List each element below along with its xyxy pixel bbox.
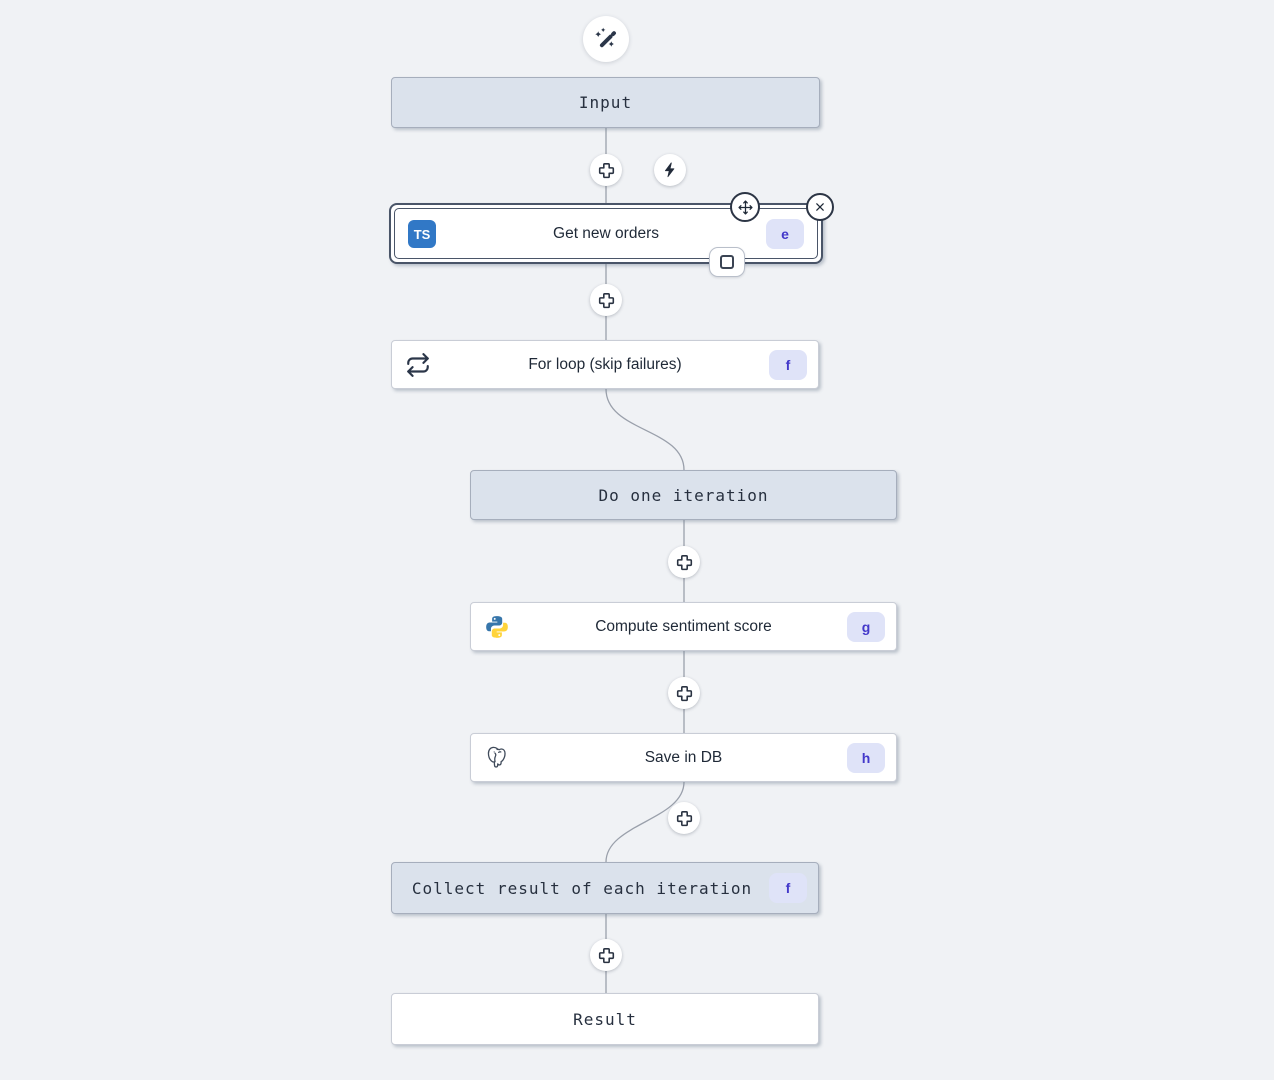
node-save-in-db[interactable]: Save in DB h [470,733,897,782]
plus-icon [676,554,692,570]
postgresql-icon [484,745,510,771]
delete-step-button[interactable] [806,193,834,221]
lightning-bolt-icon [664,162,675,178]
node-label: Result [573,1009,637,1029]
move-icon [737,199,753,215]
node-input[interactable]: Input [391,77,820,128]
node-result[interactable]: Result [391,993,819,1045]
node-label: Get new orders [553,224,659,242]
node-label: Input [578,93,633,112]
plus-icon [598,292,614,308]
python-icon [484,614,510,640]
typescript-icon: TS [408,219,436,248]
select-step-checkbox[interactable] [709,247,745,277]
plus-icon [598,947,614,963]
step-id-badge: f [769,873,807,903]
step-id-badge: f [769,349,807,380]
insert-step-button[interactable] [590,284,622,316]
node-label: Compute sentiment score [595,617,772,635]
checkbox-square-icon [720,255,734,269]
node-for-loop[interactable]: For loop (skip failures) f [391,340,819,389]
insert-step-button[interactable] [590,154,622,186]
plus-icon [676,810,692,826]
insert-step-button[interactable] [590,939,622,971]
step-id-badge: h [847,742,885,773]
node-label: Save in DB [644,748,723,766]
repeat-icon [405,352,431,378]
magic-wand-icon [595,27,616,48]
plus-icon [598,162,614,178]
step-id-badge: e [766,218,804,249]
node-label: For loop (skip failures) [528,355,682,373]
add-trigger-button[interactable] [654,154,686,186]
node-label: Do one iteration [598,485,769,505]
close-icon [816,203,824,211]
ai-flow-button[interactable] [583,16,629,62]
step-id-badge: g [847,611,885,642]
move-step-handle[interactable] [730,192,760,222]
plus-icon [676,685,692,701]
node-compute-sentiment-score[interactable]: Compute sentiment score g [470,602,897,651]
node-label: Collect result of each iteration [411,878,753,898]
insert-step-button[interactable] [668,802,700,834]
insert-step-button[interactable] [668,546,700,578]
node-collect-result[interactable]: Collect result of each iteration f [391,862,819,914]
node-do-one-iteration[interactable]: Do one iteration [470,470,897,520]
insert-step-button[interactable] [668,677,700,709]
